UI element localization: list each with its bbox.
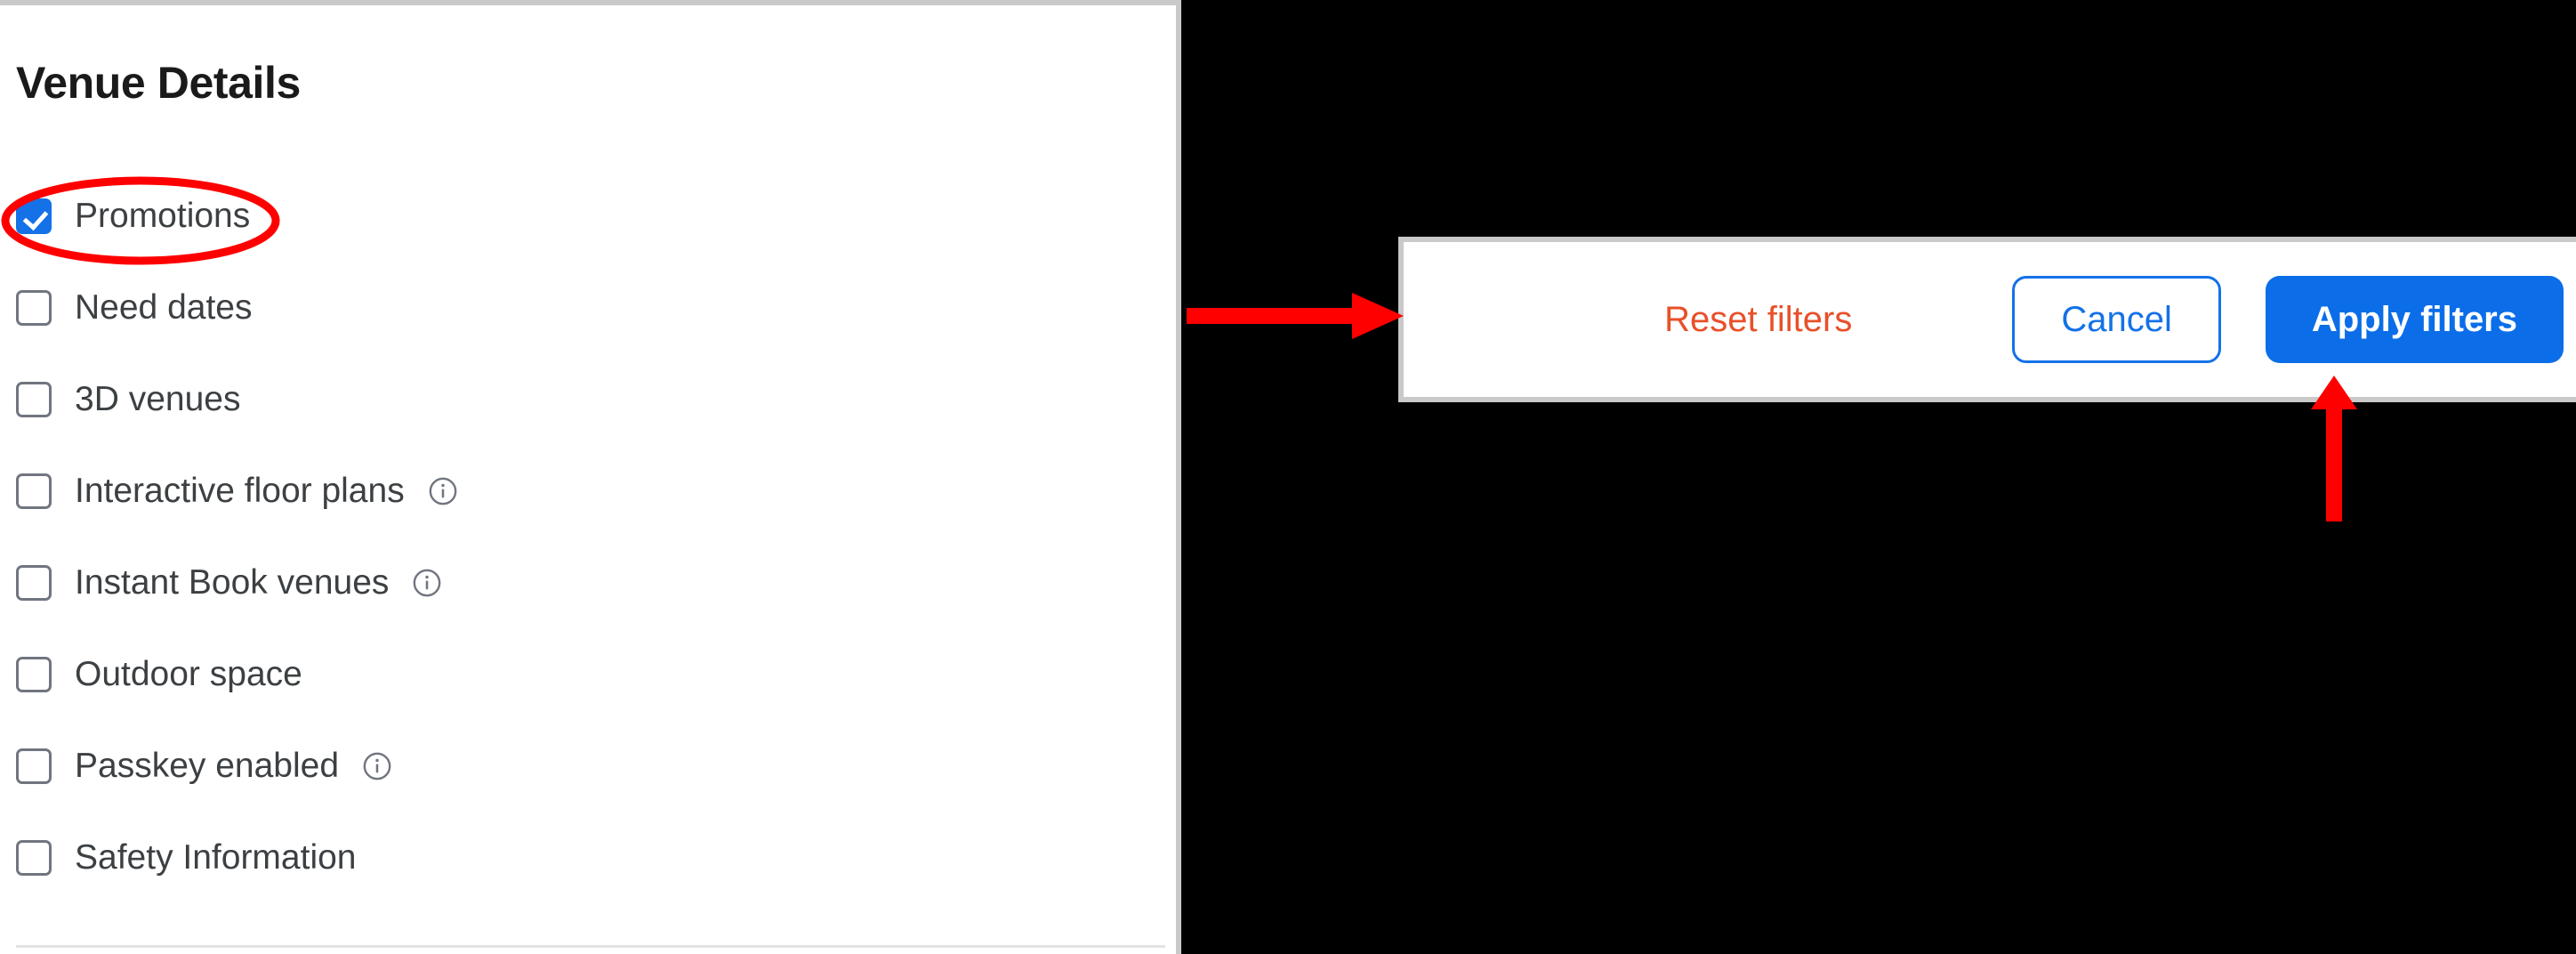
section-divider xyxy=(16,945,1165,948)
checkbox-label: Promotions xyxy=(75,197,251,235)
checkbox-row[interactable]: Need dates xyxy=(16,262,1137,353)
checkbox-label: Interactive floor plans xyxy=(75,472,405,510)
checkbox-row[interactable]: Promotions xyxy=(16,170,1137,262)
checkbox-label: Outdoor space xyxy=(75,655,302,693)
checkbox-row[interactable]: Safety Information xyxy=(16,812,1137,903)
red-arrow-right-annotation xyxy=(1187,293,1404,339)
checkbox-row[interactable]: Passkey enabled xyxy=(16,720,1137,812)
checkbox-row[interactable]: Outdoor space xyxy=(16,628,1137,720)
checkbox-label: Safety Information xyxy=(75,838,357,877)
checkbox-unchecked[interactable] xyxy=(16,839,52,876)
checkbox-label: Need dates xyxy=(75,288,253,327)
checkbox-unchecked[interactable] xyxy=(16,473,52,509)
checkbox-unchecked[interactable] xyxy=(16,564,52,601)
checkbox-label: 3D venues xyxy=(75,380,241,418)
info-icon[interactable] xyxy=(412,568,442,598)
info-icon[interactable] xyxy=(428,476,458,506)
checkbox-checked[interactable] xyxy=(16,198,52,234)
page-title: Venue Details xyxy=(16,58,301,108)
apply-filters-button[interactable]: Apply filters xyxy=(2265,276,2564,363)
checkbox-label: Passkey enabled xyxy=(75,747,340,785)
info-icon[interactable] xyxy=(362,751,392,781)
checkbox-unchecked[interactable] xyxy=(16,289,52,326)
cancel-button[interactable]: Cancel xyxy=(2012,276,2221,363)
checkbox-row[interactable]: Interactive floor plans xyxy=(16,445,1137,537)
checkbox-unchecked[interactable] xyxy=(16,748,52,784)
checkbox-label: Instant Book venues xyxy=(75,563,390,602)
checkbox-unchecked[interactable] xyxy=(16,381,52,417)
checkbox-row[interactable]: 3D venues xyxy=(16,353,1137,445)
checkbox-unchecked[interactable] xyxy=(16,656,52,692)
checkbox-row[interactable]: Instant Book venues xyxy=(16,537,1137,628)
filter-action-bar: Reset filters Cancel Apply filters xyxy=(1398,237,2576,402)
reset-filters-button[interactable]: Reset filters xyxy=(1664,299,1853,339)
